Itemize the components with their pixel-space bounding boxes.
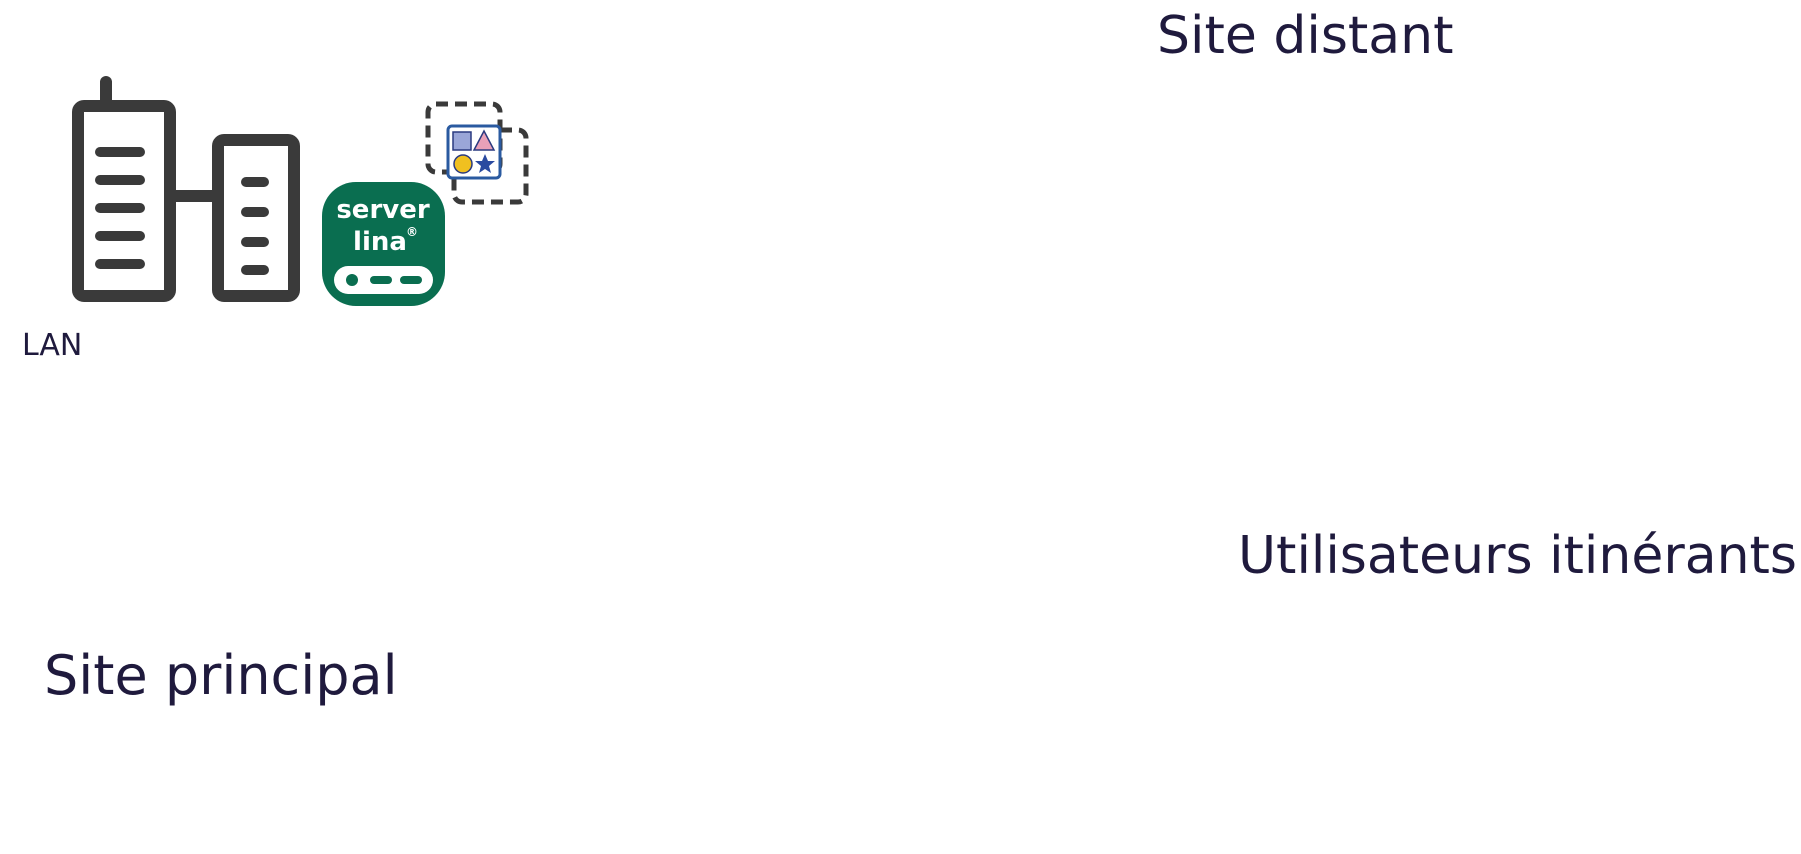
server-label-line1: server	[336, 195, 430, 225]
site-principal-label: Site principal	[44, 644, 398, 707]
apps-icon	[425, 101, 529, 205]
lan-label: LAN	[22, 328, 83, 363]
utilisateurs-itinerants-label: Utilisateurs itinérants	[1238, 526, 1797, 586]
svg-text:®: ®	[406, 225, 418, 239]
building-windows	[95, 147, 269, 275]
site-distant-label: Site distant	[1157, 6, 1454, 66]
server-label-line2: lina	[353, 227, 407, 257]
server-lina-badge: server lina ®	[322, 182, 445, 306]
building-icon	[72, 76, 300, 302]
